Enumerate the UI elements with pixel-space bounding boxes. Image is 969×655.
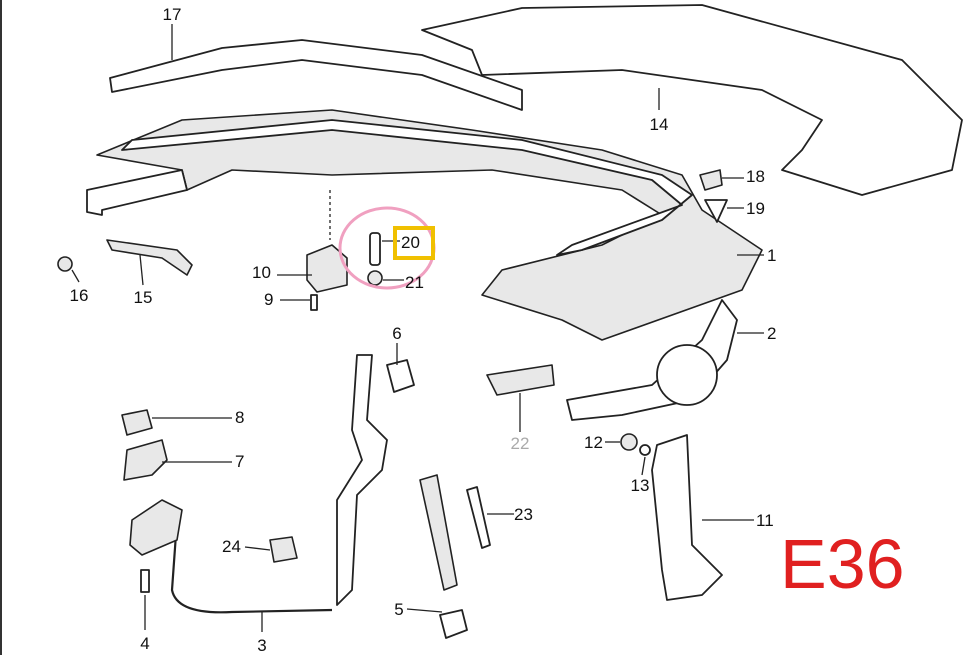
part-20-shape	[369, 232, 381, 266]
label-11[interactable]: 11	[756, 511, 774, 530]
part-9-shape	[310, 294, 318, 311]
label-12[interactable]: 12	[584, 433, 603, 452]
label-19[interactable]: 19	[746, 199, 765, 218]
label-6[interactable]: 6	[392, 324, 401, 343]
part-6-shape	[386, 359, 415, 393]
label-3[interactable]: 3	[257, 636, 266, 655]
label-4[interactable]: 4	[140, 634, 149, 653]
part-1-shape	[96, 109, 763, 341]
part-22-shape	[486, 364, 555, 396]
part-bracket-shape	[129, 499, 183, 556]
label-5[interactable]: 5	[394, 600, 403, 619]
part-12-shape	[620, 433, 638, 451]
part-16-shape	[57, 256, 73, 272]
part-7-shape	[123, 439, 168, 481]
part-23-shape	[466, 486, 491, 549]
label-7[interactable]: 7	[235, 452, 244, 471]
leader-lines	[71, 24, 764, 632]
label-15[interactable]: 15	[134, 288, 153, 307]
label-14[interactable]: 14	[650, 115, 669, 134]
part-10-shape	[306, 244, 348, 293]
part-14-shape	[421, 4, 963, 196]
part-19-shape	[704, 199, 728, 223]
label-24[interactable]: 24	[222, 537, 241, 556]
part-3-shape	[170, 519, 333, 614]
label-17[interactable]: 17	[163, 5, 182, 24]
part-11-shape	[651, 434, 723, 601]
label-23[interactable]: 23	[514, 505, 533, 524]
part-lever-shape	[336, 354, 388, 606]
label-16[interactable]: 16	[70, 286, 89, 305]
part-8-shape	[121, 409, 153, 436]
label-1[interactable]: 1	[767, 246, 776, 265]
label-22[interactable]: 22	[511, 434, 530, 453]
part-2-detail	[656, 344, 718, 406]
part-5-shape	[419, 474, 458, 591]
label-20[interactable]: 20	[401, 233, 420, 252]
label-21[interactable]: 21	[405, 273, 424, 292]
part-15-shape	[106, 239, 193, 276]
label-13[interactable]: 13	[631, 476, 650, 495]
part-18-shape	[699, 169, 723, 191]
label-2[interactable]: 2	[767, 324, 776, 343]
part-17-shape	[109, 39, 523, 111]
label-9[interactable]: 9	[264, 290, 273, 309]
part-1-inner	[121, 119, 693, 256]
part-13-shape	[639, 444, 651, 456]
part-24-shape	[269, 536, 298, 563]
part-rail-shape	[86, 169, 188, 216]
model-watermark: E36	[780, 525, 905, 603]
part-5-end	[439, 609, 468, 639]
highlight-box	[393, 226, 435, 260]
label-18[interactable]: 18	[746, 167, 765, 186]
label-8[interactable]: 8	[235, 408, 244, 427]
part-4-shape	[140, 569, 150, 593]
label-10[interactable]: 10	[252, 263, 271, 282]
part-21-shape	[367, 270, 383, 286]
